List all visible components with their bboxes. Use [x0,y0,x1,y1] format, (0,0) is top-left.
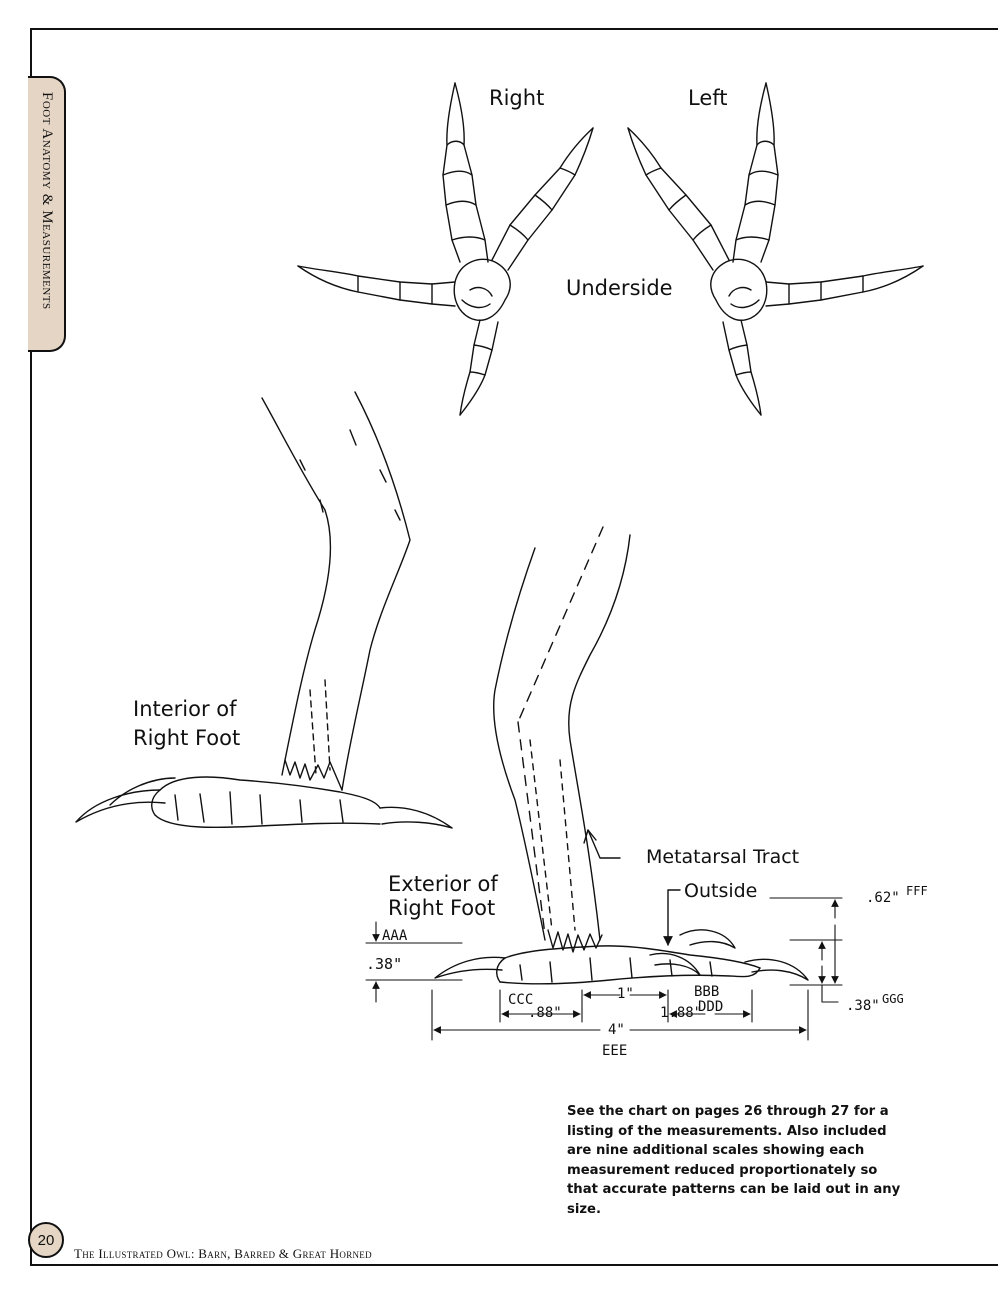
meas-fff-value: .62" [866,890,900,906]
meas-ccc-value: .88" [528,1005,562,1021]
exterior-label-line2: Right Foot [388,896,496,920]
meas-ddd: DDD [698,999,724,1015]
footer-book-title: The Illustrated Owl: Barn, Barred & Grea… [74,1246,372,1261]
meas-aaa: AAA [382,928,408,944]
right-foot-underside-drawing [297,82,594,416]
meas-ccc: CCC [508,992,534,1008]
meas-bbb: BBB [694,984,720,1000]
meas-one-inch: 1" [617,986,634,1002]
label-right: Right [489,86,545,110]
interior-label-line2: Right Foot [133,726,241,750]
metatarsal-tract-label: Metatarsal Tract [646,846,800,868]
outside-label: Outside [684,880,758,902]
dimension-lines [365,897,843,1041]
interior-label-line1: Interior of [133,697,237,721]
meas-eee: EEE [602,1043,628,1059]
exterior-right-foot-drawing [434,526,809,985]
exterior-label-line1: Exterior of [388,872,498,896]
meas-aaa-value: .38" [366,955,403,973]
label-left: Left [688,86,728,110]
meas-ddd-value: 1.88" [660,1005,703,1021]
side-tab-title: Foot Anatomy & Measurements [39,92,55,310]
page-number: 20 [28,1222,64,1258]
caption-text: See the chart on pages 26 through 27 for… [567,1104,901,1217]
meas-ggg: GGG [882,992,904,1006]
side-tab [28,76,66,352]
meas-fff: FFF [906,884,928,898]
page-frame [30,28,998,1266]
meas-eee-value: 4" [608,1022,625,1038]
interior-right-foot-drawing [75,391,453,829]
label-underside: Underside [566,276,673,300]
left-foot-underside-drawing [627,82,924,416]
meas-ggg-value: .38" [846,998,880,1014]
